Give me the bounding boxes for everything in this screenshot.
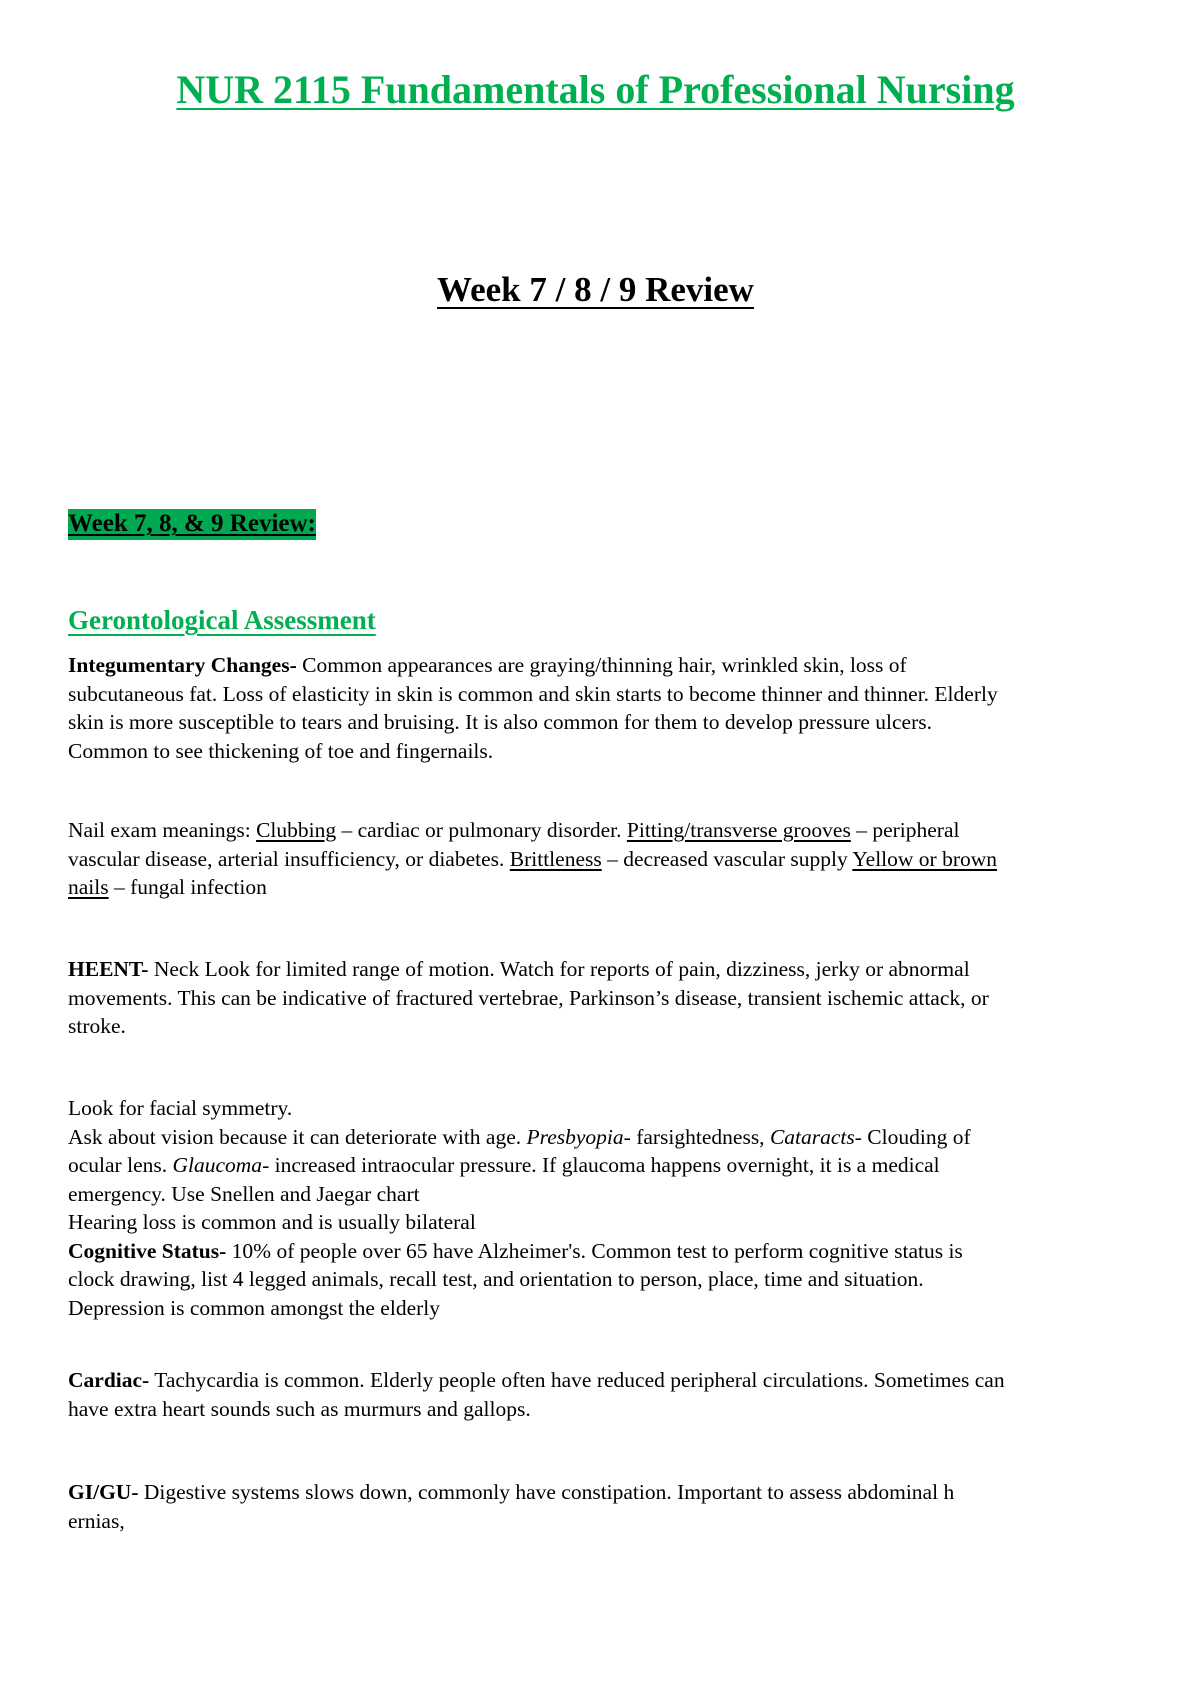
section-heading-gerontological: Gerontological Assessment bbox=[68, 605, 376, 635]
integumentary-line: subcutaneous fat. Loss of elasticity in … bbox=[68, 681, 998, 706]
vision-text: ocular lens. bbox=[68, 1153, 173, 1177]
term-presbyopia: Presbyopia bbox=[526, 1124, 624, 1149]
nail-desc: – decreased vascular supply bbox=[601, 846, 853, 871]
cognitive-line: Depression is common amongst the elderly bbox=[68, 1295, 440, 1320]
vision-line: Look for facial symmetry. bbox=[68, 1096, 293, 1120]
nail-exam-intro: Nail exam meanings: bbox=[68, 818, 257, 842]
nail-term-brittleness: Brittleness bbox=[509, 846, 602, 871]
cardiac-line: Tachycardia is common. Elderly people of… bbox=[149, 1368, 1005, 1392]
course-title: NUR 2115 Fundamentals of Professional Nu… bbox=[176, 67, 1015, 112]
integumentary-paragraph: Integumentary Changes- Common appearance… bbox=[68, 651, 1128, 765]
cardiac-paragraph: Cardiac- Tachycardia is common. Elderly … bbox=[68, 1366, 1128, 1423]
cognitive-label: Cognitive Status- bbox=[68, 1238, 227, 1263]
heent-label: HEENT- bbox=[68, 957, 149, 981]
nail-exam-paragraph: Nail exam meanings: Clubbing – cardiac o… bbox=[68, 816, 1128, 902]
heent-line: movements. This can be indicative of fra… bbox=[68, 985, 989, 1010]
term-glaucoma: Glaucoma bbox=[172, 1153, 263, 1177]
gigu-line: Digestive systems slows down, commonly h… bbox=[138, 1480, 955, 1504]
gigu-label: GI/GU- bbox=[68, 1480, 139, 1504]
week-title: Week 7 / 8 / 9 Review bbox=[437, 270, 754, 309]
hearing-line: Hearing loss is common and is usually bi… bbox=[68, 1210, 476, 1234]
integumentary-line: Common appearances are graying/thinning … bbox=[296, 653, 907, 677]
gigu-paragraph: GI/GU- Digestive systems slows down, com… bbox=[68, 1478, 1128, 1535]
nail-term-pitting: Pitting/transverse grooves bbox=[626, 818, 851, 842]
nail-desc: – fungal infection bbox=[108, 875, 267, 899]
heent-line: Neck Look for limited range of motion. W… bbox=[148, 957, 970, 981]
vision-text: Ask about vision because it can deterior… bbox=[68, 1124, 527, 1149]
nail-term-yellow-cont: nails bbox=[68, 875, 109, 899]
integumentary-line: skin is more susceptible to tears and br… bbox=[68, 710, 932, 734]
integumentary-label: Integumentary Changes- bbox=[68, 653, 297, 677]
gigu-line: ernias, bbox=[68, 1508, 125, 1533]
cardiac-label: Cardiac- bbox=[68, 1368, 150, 1392]
heent-line: stroke. bbox=[68, 1014, 126, 1038]
nail-term-yellow: Yellow or brown bbox=[852, 846, 998, 871]
cognitive-line: clock drawing, list 4 legged animals, re… bbox=[68, 1267, 924, 1291]
integumentary-line: Common to see thickening of toe and fing… bbox=[68, 738, 494, 763]
nail-desc: – cardiac or pulmonary disorder. bbox=[336, 818, 627, 842]
highlighted-heading: Week 7, 8, & 9 Review: bbox=[68, 509, 316, 540]
vision-paragraph: Look for facial symmetry. Ask about visi… bbox=[68, 1094, 1128, 1322]
vision-text: - Clouding of bbox=[854, 1124, 971, 1149]
vision-text: - increased intraocular pressure. If gla… bbox=[262, 1153, 940, 1177]
nail-term-clubbing: Clubbing bbox=[256, 818, 337, 842]
cardiac-line: have extra heart sounds such as murmurs … bbox=[68, 1396, 531, 1421]
nail-exam-text: vascular disease, arterial insufficiency… bbox=[68, 846, 510, 871]
nail-desc: – peripheral bbox=[850, 818, 960, 842]
vision-line: emergency. Use Snellen and Jaegar chart bbox=[68, 1181, 420, 1206]
vision-text: - farsightedness, bbox=[623, 1124, 770, 1149]
term-cataracts: Cataracts bbox=[769, 1124, 855, 1149]
cognitive-line: 10% of people over 65 have Alzheimer's. … bbox=[226, 1238, 963, 1263]
heent-paragraph: HEENT- Neck Look for limited range of mo… bbox=[68, 955, 1128, 1041]
